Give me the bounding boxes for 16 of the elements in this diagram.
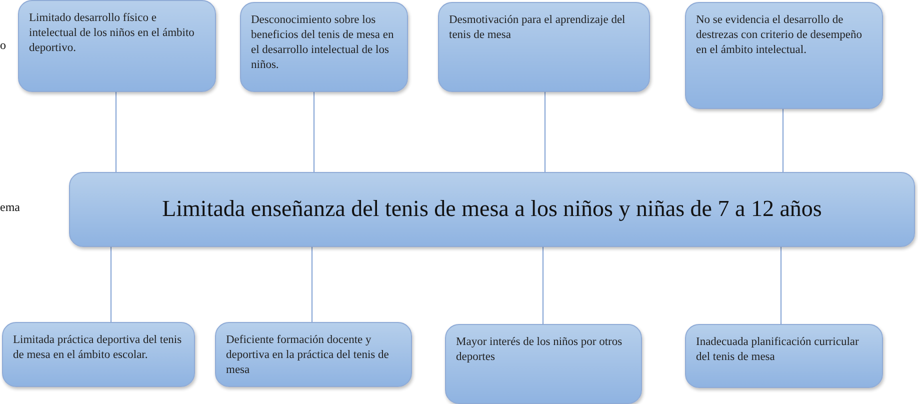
cause-effect-box: Mayor interés de los niños por otros deportes	[445, 324, 642, 404]
connector-line	[542, 246, 544, 324]
cause-effect-box: Limitado desarrollo físico e intelectual de los niños en el ámbito deportivo.	[18, 0, 216, 92]
connector-line	[544, 92, 546, 172]
cause-effect-box: Inadecuada planificación curricular del tenis de mesa	[685, 324, 883, 388]
cause-effect-box: Desmotivación para el aprendizaje del tenis de mesa	[438, 2, 650, 92]
cause-effect-box: No se evidencia el desarrollo de destrezas con criterio de desempeño en el ámbito intelectual.	[685, 2, 883, 109]
connector-line	[110, 246, 112, 322]
cause-effect-box: Deficiente formación docente y deportiva en la práctica del tenis de mesa	[215, 322, 412, 387]
connector-line	[782, 108, 784, 172]
side-label: o	[0, 37, 6, 54]
problem-box: Limitada enseñanza del tenis de mesa a los niños y niñas de 7 a 12 años	[69, 172, 915, 247]
cause-effect-box: Desconocimiento sobre los beneficios del tenis de mesa en el desarrollo intelectual de los niños.	[240, 2, 408, 92]
connector-line	[780, 246, 782, 324]
side-label: ema	[0, 199, 20, 216]
cause-effect-box: Limitada práctica deportiva del tenis de mesa en el ámbito escolar.	[2, 322, 195, 387]
